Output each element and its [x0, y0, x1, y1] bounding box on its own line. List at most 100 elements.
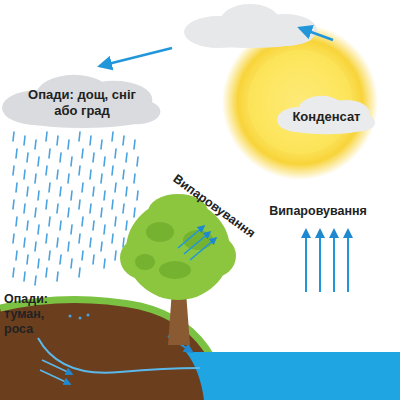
- groundwater-arrow: [42, 360, 72, 374]
- rain-drop: [137, 157, 138, 166]
- rain-drop: [93, 153, 94, 162]
- rain-drop: [104, 259, 105, 268]
- water: [186, 352, 400, 400]
- rain-drop: [57, 204, 58, 213]
- dew: [69, 314, 90, 320]
- rain-drop: [27, 221, 28, 230]
- rain-drop: [112, 166, 113, 175]
- cloud-label: Конденсат: [292, 109, 361, 125]
- rain-drop: [24, 238, 25, 247]
- rain-drop: [104, 191, 105, 200]
- rain-drop: [71, 157, 72, 166]
- rain-drop: [101, 140, 102, 149]
- rain: [13, 132, 138, 285]
- rain-drop: [49, 149, 50, 158]
- flow-arrow: [300, 28, 333, 40]
- rain-drop: [13, 200, 14, 209]
- rain-drop: [71, 191, 72, 200]
- rain-drop: [24, 272, 25, 281]
- rain-drop: [68, 208, 69, 217]
- rain-drop: [13, 166, 14, 175]
- rain-drop: [27, 187, 28, 196]
- rain-drop: [82, 251, 83, 260]
- rain-drop: [71, 225, 72, 234]
- rain-drop: [93, 255, 94, 264]
- rain-drop: [60, 187, 61, 196]
- rain-drop: [104, 157, 105, 166]
- rain-drop: [68, 140, 69, 149]
- precipitation-label: Опади: туман, роса: [4, 292, 66, 337]
- rain-drop: [46, 268, 47, 277]
- cloud: Конденсат: [277, 93, 376, 135]
- rain-drop: [68, 174, 69, 183]
- rain-drop: [71, 259, 72, 268]
- rain-drop: [57, 272, 58, 281]
- rain-drop: [35, 208, 36, 217]
- rain-drop: [126, 221, 127, 230]
- rain-drop: [115, 251, 116, 260]
- rain-drop: [16, 217, 17, 226]
- rain-drop: [126, 187, 127, 196]
- rain-drop: [115, 217, 116, 226]
- cloud-label: Опади: дощ, сніг або град: [17, 87, 147, 118]
- rain-drop: [90, 238, 91, 247]
- rain-drop: [24, 136, 25, 145]
- rain-drop: [16, 149, 17, 158]
- rain-drop: [137, 191, 138, 200]
- rain-drop: [82, 183, 83, 192]
- flow-arrow: [100, 48, 172, 66]
- rain-drop: [101, 208, 102, 217]
- rain-drop: [101, 242, 102, 251]
- rain-drop: [79, 200, 80, 209]
- rain-drop: [115, 183, 116, 192]
- rain-drop: [38, 259, 39, 268]
- rain-drop: [82, 149, 83, 158]
- rain-drop: [123, 238, 124, 247]
- rain-drop: [49, 183, 50, 192]
- rain-drop: [35, 140, 36, 149]
- rain-drop: [101, 174, 102, 183]
- rain-drop: [16, 251, 17, 260]
- rain-drop: [13, 268, 14, 277]
- rain-drop: [112, 234, 113, 243]
- rain-drop: [126, 153, 127, 162]
- rain-drop: [134, 140, 135, 149]
- rain-drop: [57, 136, 58, 145]
- rain-drop: [134, 174, 135, 183]
- rain-drop: [38, 157, 39, 166]
- rain-drop: [13, 132, 14, 141]
- process-label: Випаровування: [269, 204, 367, 219]
- rain-drop: [60, 153, 61, 162]
- rain-drop: [13, 234, 14, 243]
- rain-drop: [104, 225, 105, 234]
- rain-drop: [24, 170, 25, 179]
- rain-drop: [93, 221, 94, 230]
- rain-drop: [46, 132, 47, 141]
- rain-drop: [90, 136, 91, 145]
- rain-drop: [123, 204, 124, 213]
- rain-drop: [57, 170, 58, 179]
- rain-drop: [123, 170, 124, 179]
- top-cloud: [184, 4, 317, 48]
- rain-drop: [68, 242, 69, 251]
- rain-drop: [90, 170, 91, 179]
- rain-drop: [123, 136, 124, 145]
- rain-drop: [46, 234, 47, 243]
- rain-drop: [46, 166, 47, 175]
- rain-drop: [57, 238, 58, 247]
- cloud: Опади: дощ, сніг або град: [2, 71, 162, 129]
- rain-drop: [24, 204, 25, 213]
- rain-drop: [134, 208, 135, 217]
- rain-drop: [49, 251, 50, 260]
- rain-drop: [27, 153, 28, 162]
- rain-drop: [60, 255, 61, 264]
- evaporation-arrows-water: [306, 230, 348, 292]
- rain-drop: [93, 187, 94, 196]
- rain-drop: [60, 221, 61, 230]
- rain-drop: [35, 174, 36, 183]
- rain-drop: [16, 183, 17, 192]
- groundwater-arrow: [40, 370, 70, 384]
- process-label: Випаровування: [170, 171, 258, 241]
- rain-drop: [38, 225, 39, 234]
